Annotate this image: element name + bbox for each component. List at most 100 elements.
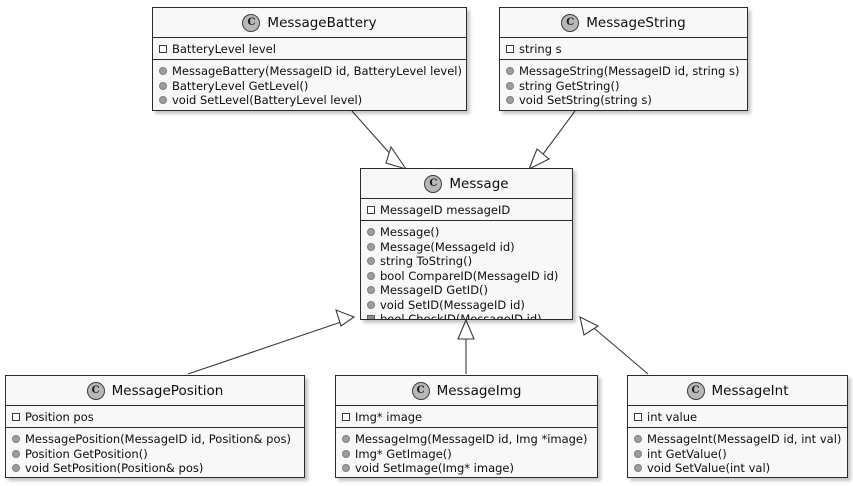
public-marker-icon xyxy=(367,228,375,237)
method-row: Img* GetImage() xyxy=(342,447,591,462)
method-label: MessageInt(MessageID id, int val) xyxy=(647,432,842,446)
public-marker-icon xyxy=(12,435,20,444)
method-label: Message() xyxy=(380,225,440,239)
class-header-message-battery: C MessageBattery xyxy=(153,8,466,38)
class-methods-message-string: MessageString(MessageID id, string s) st… xyxy=(500,60,747,110)
generalization-messagestring-message xyxy=(527,110,576,171)
class-box-message-battery[interactable]: C MessageBattery BatteryLevel level Mess… xyxy=(152,7,467,111)
method-row: string ToString() xyxy=(367,254,566,269)
class-fields-message: MessageID messageID xyxy=(361,199,572,221)
field-label: string s xyxy=(519,42,562,56)
method-label: void SetValue(int val) xyxy=(647,461,771,475)
method-row: MessageInt(MessageID id, int val) xyxy=(634,432,841,447)
method-row: MessageImg(MessageID id, Img *image) xyxy=(342,432,591,447)
field-marker-icon xyxy=(367,206,375,215)
class-box-message-int[interactable]: C MessageInt int value MessageInt(Messag… xyxy=(627,375,848,478)
generalization-messageint-message xyxy=(579,315,649,375)
class-box-message-string[interactable]: C MessageString string s MessageString(M… xyxy=(499,7,748,111)
method-label: BatteryLevel GetLevel() xyxy=(172,78,309,93)
class-methods-message-int: MessageInt(MessageID id, int val) int Ge… xyxy=(628,428,847,477)
method-label: MessagePosition(MessageID id, Position& … xyxy=(25,432,291,446)
field-row: Img* image xyxy=(342,410,591,425)
class-name-label: MessagePosition xyxy=(111,382,224,399)
method-row: MessageID GetID() xyxy=(367,283,566,298)
class-circle-icon: C xyxy=(686,381,705,400)
method-row: void SetPosition(Position& pos) xyxy=(12,461,298,476)
method-label: void SetPosition(Position& pos) xyxy=(25,461,204,475)
method-row: void SetValue(int val) xyxy=(634,461,841,476)
field-marker-icon xyxy=(506,45,514,54)
public-marker-icon xyxy=(159,67,167,76)
public-marker-icon xyxy=(367,257,375,266)
field-row: MessageID messageID xyxy=(367,203,566,218)
public-marker-icon xyxy=(367,242,375,251)
method-row: bool CompareID(MessageID id) xyxy=(367,269,566,284)
field-label: Img* image xyxy=(355,410,423,424)
method-label: void SetLevel(BatteryLevel level) xyxy=(172,93,363,107)
class-name-label: MessageInt xyxy=(711,382,789,399)
method-label: int GetValue() xyxy=(647,446,727,461)
class-methods-message-img: MessageImg(MessageID id, Img *image) Img… xyxy=(336,428,597,477)
class-box-message[interactable]: C Message MessageID messageID Message() … xyxy=(360,168,573,320)
class-fields-message-battery: BatteryLevel level xyxy=(153,38,466,60)
public-marker-icon xyxy=(342,435,350,444)
field-label: int value xyxy=(647,410,698,424)
method-row: void SetString(string s) xyxy=(506,93,741,108)
class-box-message-img[interactable]: C MessageImg Img* image MessageImg(Messa… xyxy=(335,375,598,478)
method-label: MessageImg(MessageID id, Img *image) xyxy=(355,432,588,446)
method-row: Position GetPosition() xyxy=(12,447,298,462)
generalization-messagebattery-message xyxy=(351,110,408,170)
method-label: bool CheckID(MessageID id) xyxy=(380,312,542,320)
class-methods-message: Message() Message(MessageId id) string T… xyxy=(361,221,572,320)
public-marker-icon xyxy=(159,96,167,105)
field-row: BatteryLevel level xyxy=(159,42,460,57)
generalization-messageposition-message xyxy=(187,309,356,375)
field-label: BatteryLevel level xyxy=(172,42,276,56)
class-name-label: MessageString xyxy=(586,14,686,31)
class-header-message-int: C MessageInt xyxy=(628,376,847,406)
class-circle-icon: C xyxy=(561,13,580,32)
generalization-messageimg-message xyxy=(457,318,475,374)
class-methods-message-battery: MessageBattery(MessageID id, BatteryLeve… xyxy=(153,60,466,110)
public-marker-icon xyxy=(506,67,514,76)
field-row: Position pos xyxy=(12,410,298,425)
public-marker-icon xyxy=(367,271,375,280)
public-marker-icon xyxy=(367,286,375,295)
method-row: int GetValue() xyxy=(634,447,841,462)
field-marker-icon xyxy=(342,413,350,422)
field-marker-icon xyxy=(12,413,20,422)
public-marker-icon xyxy=(634,464,642,473)
method-row: void SetLevel(BatteryLevel level) xyxy=(159,93,460,108)
method-label: void SetString(string s) xyxy=(519,93,652,107)
class-name-label: MessageImg xyxy=(436,382,522,399)
public-marker-icon xyxy=(12,449,20,458)
method-row: Message() xyxy=(367,225,566,240)
class-circle-icon: C xyxy=(86,381,105,400)
method-row: void SetImage(Img* image) xyxy=(342,461,591,476)
field-row: string s xyxy=(506,42,741,57)
class-box-message-position[interactable]: C MessagePosition Position pos MessagePo… xyxy=(5,375,305,478)
method-row: Message(MessageId id) xyxy=(367,240,566,255)
public-marker-icon xyxy=(367,300,375,309)
method-label: void SetID(MessageID id) xyxy=(380,297,525,312)
method-row: void SetID(MessageID id) xyxy=(367,298,566,313)
method-label: string GetString() xyxy=(519,78,620,93)
class-methods-message-position: MessagePosition(MessageID id, Position& … xyxy=(6,428,304,477)
method-label: MessageString(MessageID id, string s) xyxy=(519,64,740,78)
class-fields-message-int: int value xyxy=(628,406,847,428)
method-label: Message(MessageId id) xyxy=(380,239,515,254)
class-header-message: C Message xyxy=(361,169,572,199)
class-circle-icon: C xyxy=(242,13,261,32)
private-marker-icon xyxy=(367,315,375,319)
class-header-message-string: C MessageString xyxy=(500,8,747,38)
public-marker-icon xyxy=(506,81,514,90)
class-header-message-position: C MessagePosition xyxy=(6,376,304,406)
method-row: MessagePosition(MessageID id, Position& … xyxy=(12,432,298,447)
field-label: MessageID messageID xyxy=(380,203,511,217)
method-row: bool CheckID(MessageID id) xyxy=(367,312,566,320)
public-marker-icon xyxy=(342,449,350,458)
method-label: Position GetPosition() xyxy=(25,446,148,461)
method-row: MessageString(MessageID id, string s) xyxy=(506,64,741,79)
method-row: string GetString() xyxy=(506,79,741,94)
class-circle-icon: C xyxy=(411,381,430,400)
